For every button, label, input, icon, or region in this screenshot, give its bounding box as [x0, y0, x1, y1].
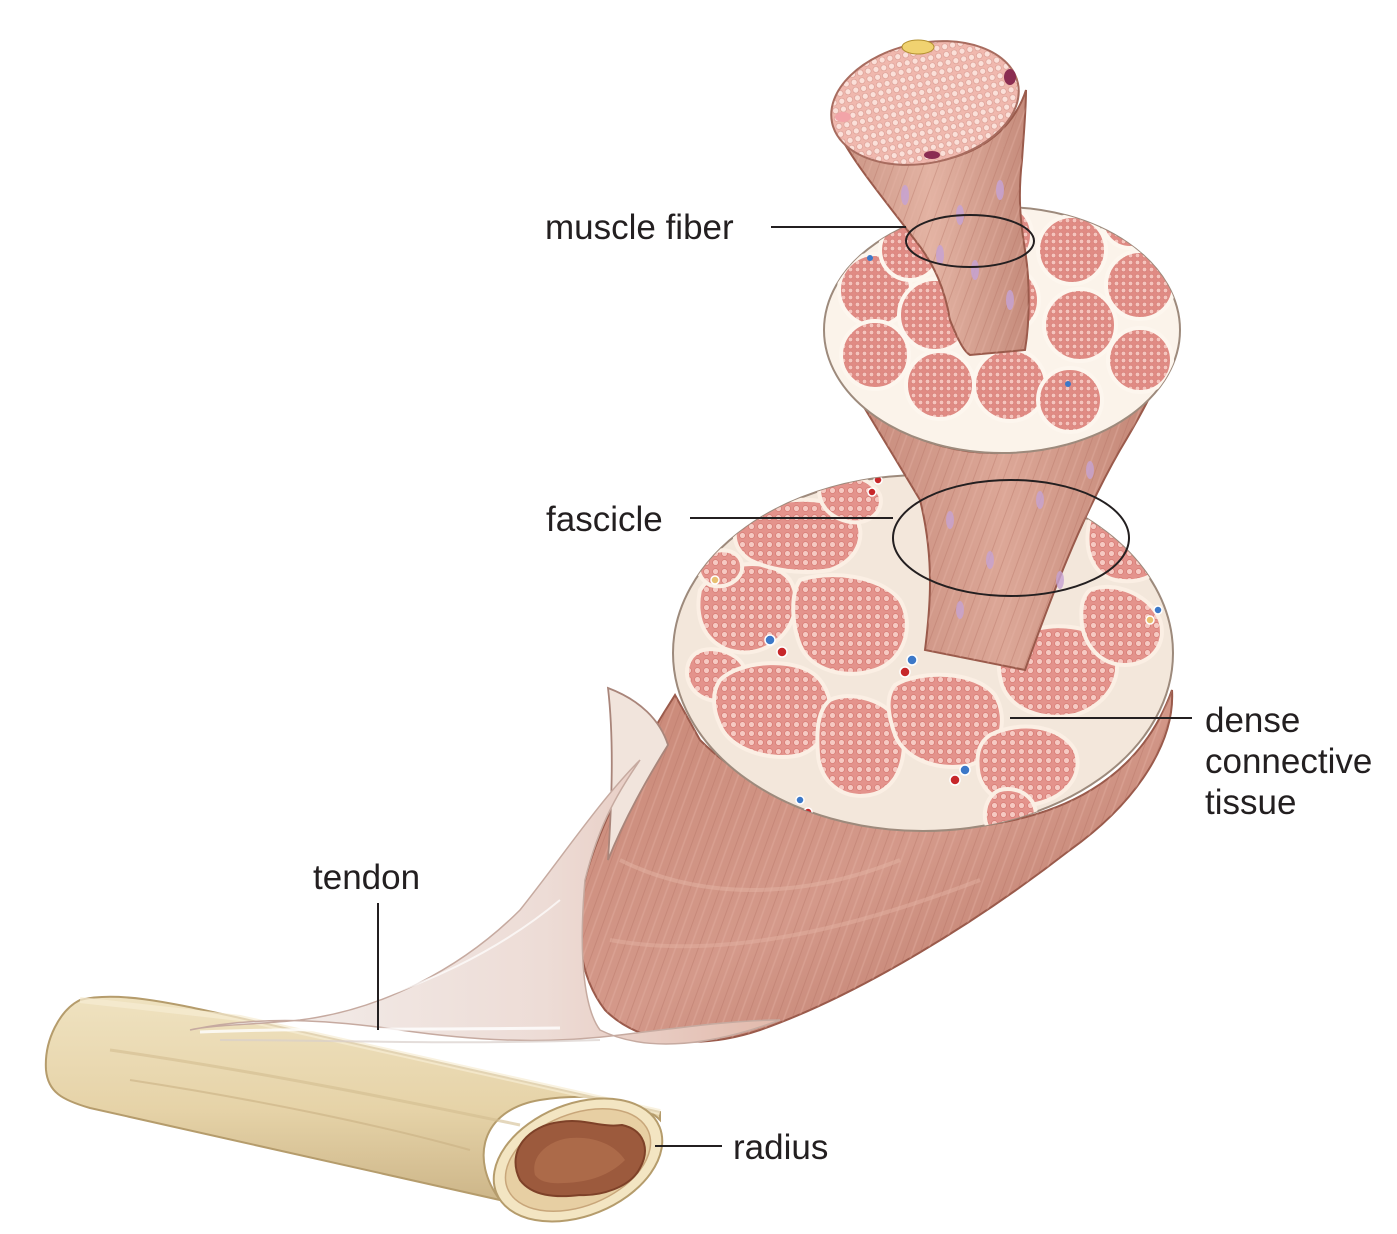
dense-connective-tissue-label-line-2: connective	[1205, 742, 1373, 781]
muscle-fiber-label: muscle fiber	[545, 208, 734, 247]
dense-connective-tissue-label: dense connective tissue	[1205, 700, 1372, 823]
muscle-fiber	[830, 39, 1030, 357]
muscle-cross-section	[672, 474, 1174, 832]
dense-connective-tissue-label-line-1: dense	[1205, 701, 1301, 740]
muscle-belly	[578, 686, 1174, 1043]
fascicle-callout-ring	[892, 479, 1130, 597]
radius-bone	[44, 995, 664, 1223]
tendon-label: tendon	[313, 858, 421, 897]
dense-connective-tissue-label-line-3: tissue	[1205, 783, 1297, 822]
muscle-fiber-callout-ring	[905, 214, 1035, 268]
fascicle-label: fascicle	[546, 500, 663, 539]
tendon	[189, 759, 781, 1045]
radius-label: radius	[733, 1128, 829, 1167]
